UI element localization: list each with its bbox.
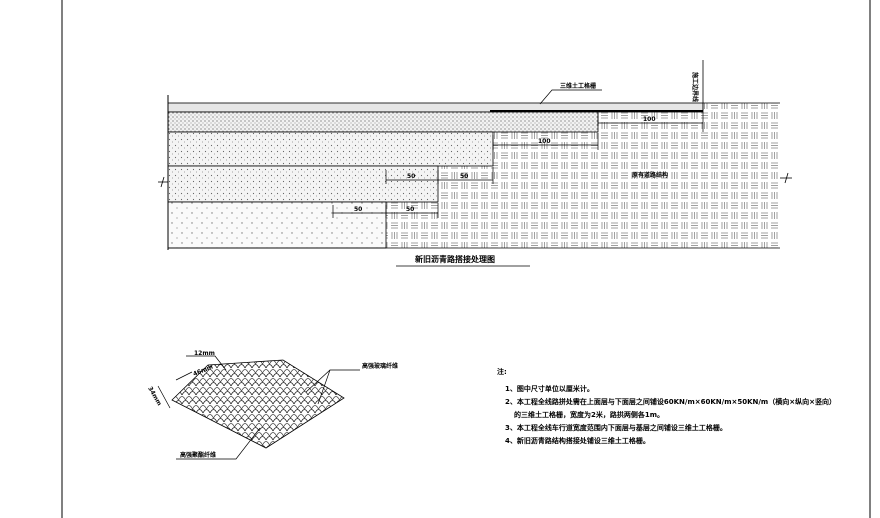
boundary-label: 施工边界线 xyxy=(691,72,699,102)
notes-heading: 注: xyxy=(497,368,507,376)
mesh-dim-side: 34mm xyxy=(146,386,162,408)
note-item-3: 3、本工程全线车行道宽度范围内下面层与基层之间铺设三维土工格栅。 xyxy=(505,424,727,432)
layer-surface-lower xyxy=(167,111,599,133)
section-title: 新旧沥青路搭接处理图 xyxy=(415,254,495,264)
dim-50-c: 50 xyxy=(354,206,362,213)
geogrid-label: 三维土工格栅 xyxy=(560,82,596,90)
geogrid-leader xyxy=(539,89,602,105)
notes-block: 注: 1、图中尺寸单位以厘米计。 2、本工程全线路拼处需在上面层与下面层之间铺设… xyxy=(497,366,867,448)
note-item-2: 2、本工程全线路拼处需在上面层与下面层之间铺设60KN/m×60KN/m×50K… xyxy=(505,398,836,406)
layer-subbase xyxy=(167,201,387,249)
mesh-label-bottom: 高强聚酯纤维 xyxy=(180,451,216,459)
mesh-illustration: 12mm 46mm 34mm 高强玻璃纤维 高强聚酯纤维 xyxy=(146,350,398,460)
break-mark-left xyxy=(158,176,168,188)
existing-road-label: 原有道路结构 xyxy=(632,171,668,179)
break-mark-right xyxy=(780,172,792,184)
mesh-label-right: 高强玻璃纤维 xyxy=(362,362,398,370)
note-item-2-cont: 的三维土工格栅，宽度为2米，路拱两侧各1m。 xyxy=(514,411,665,419)
dim-100-mid: 100 xyxy=(538,138,551,145)
dim-50-b: 50 xyxy=(460,173,468,180)
layer-base-lower xyxy=(167,165,439,203)
dim-50-a: 50 xyxy=(407,173,415,180)
dim-100-top: 100 xyxy=(643,116,656,123)
note-item-4: 4、新旧沥青路结构搭接处铺设三维土工格栅。 xyxy=(505,437,650,445)
layer-base-upper xyxy=(167,131,494,167)
dim-50-d: 50 xyxy=(406,206,414,213)
mesh-dim-top: 12mm xyxy=(194,350,215,357)
note-item-1: 1、图中尺寸单位以厘米计。 xyxy=(505,385,594,393)
